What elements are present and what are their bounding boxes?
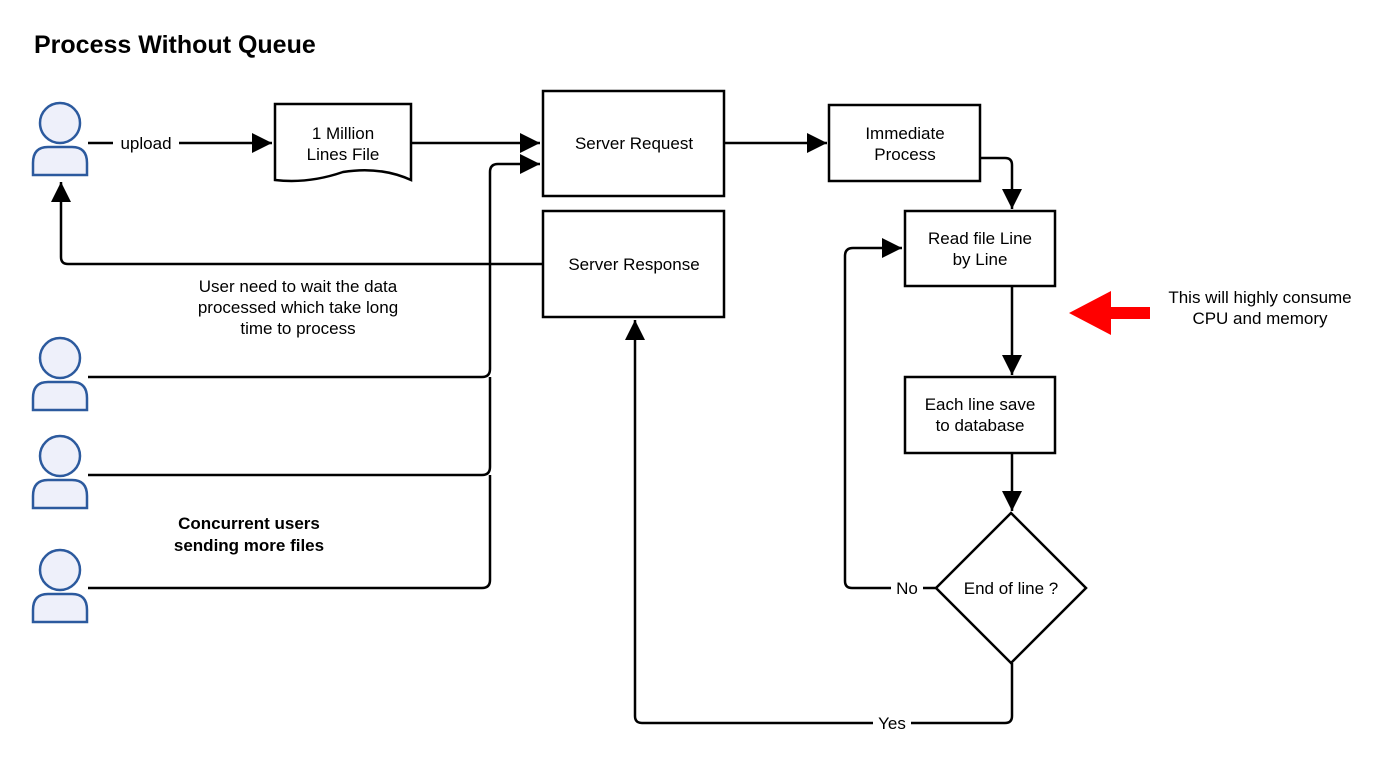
edges (51, 133, 1022, 725)
node-file: 1 Million Lines File (273, 102, 413, 183)
page-title: Process Without Queue (34, 31, 316, 59)
note-cpu-line-1: This will highly consume (1168, 288, 1351, 307)
user-icon (31, 101, 89, 177)
note-concurrent-line-2: sending more files (174, 536, 324, 555)
note-cpu: This will highly consume CPU and memory (1168, 288, 1351, 328)
red-arrow-left-icon (1069, 291, 1150, 335)
node-file-line-2: Lines File (307, 145, 380, 164)
node-file-line-1: 1 Million (312, 124, 374, 143)
node-end-of-line-decision: End of line ? (934, 511, 1088, 665)
edge-user2-to-request (88, 154, 540, 379)
note-wait-line-2: processed which take long (198, 298, 398, 317)
node-immediate-process: Immediate Process (827, 103, 982, 183)
yes-label-bg (873, 711, 911, 735)
node-server-request: Server Request (541, 89, 726, 198)
edge-label-yes: Yes (878, 714, 906, 733)
note-wait-line-1: User need to wait the data (199, 277, 398, 296)
no-label-bg (891, 576, 923, 600)
node-save-db: Each line save to database (903, 375, 1057, 455)
node-immediate-process-line-1: Immediate (865, 124, 944, 143)
edge-yes (625, 320, 1014, 725)
edge-process-to-read (980, 156, 1022, 209)
note-wait: User need to wait the data processed whi… (198, 277, 398, 338)
node-read-file-line-1: Read file Line (928, 229, 1032, 248)
node-immediate-process-line-2: Process (874, 145, 935, 164)
edge-label-no: No (896, 579, 918, 598)
user-icon (31, 434, 89, 510)
node-read-file: Read file Line by Line (903, 209, 1057, 288)
edge-no-loop (843, 238, 936, 590)
node-server-request-label: Server Request (575, 134, 693, 153)
edge-label-upload: upload (120, 134, 171, 153)
upload-label-bg (113, 131, 179, 155)
note-cpu-line-2: CPU and memory (1192, 309, 1328, 328)
node-end-of-line-label: End of line ? (964, 579, 1059, 598)
user-icon (31, 548, 89, 624)
note-wait-line-3: time to process (240, 319, 355, 338)
node-read-file-line-2: by Line (953, 250, 1008, 269)
edge-user3-to-request (88, 377, 492, 477)
note-concurrent: Concurrent users sending more files (174, 514, 324, 555)
node-save-db-line-1: Each line save (925, 395, 1036, 414)
node-save-db-line-2: to database (936, 416, 1025, 435)
note-concurrent-line-1: Concurrent users (178, 514, 320, 533)
edge-response-to-user (51, 182, 542, 266)
edge-user4-to-request (88, 475, 492, 590)
node-server-response: Server Response (541, 209, 726, 319)
user-icon (31, 336, 89, 412)
node-server-response-label: Server Response (568, 255, 699, 274)
